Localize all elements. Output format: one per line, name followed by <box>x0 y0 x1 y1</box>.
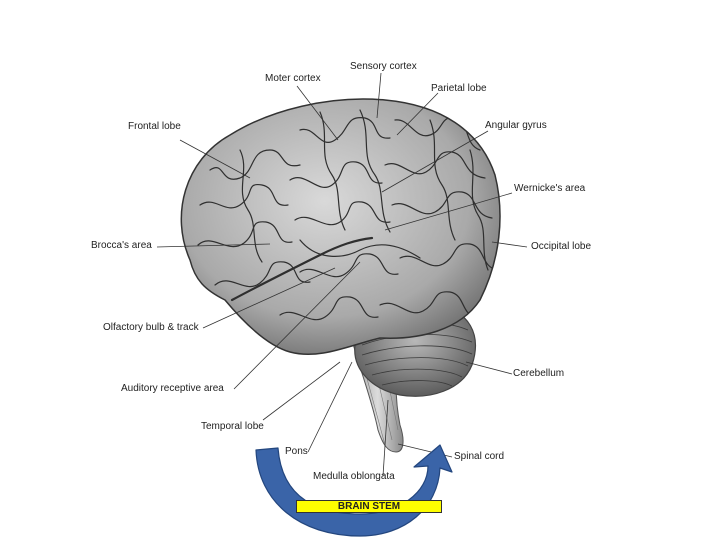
brain-stem-label: BRAIN STEM <box>296 500 442 513</box>
label-olfactory-bulb: Olfactory bulb & track <box>103 322 199 333</box>
label-wernickes-area: Wernicke's area <box>514 183 586 194</box>
label-moter-cortex: Moter cortex <box>265 73 321 84</box>
label-spinal-cord: Spinal cord <box>454 451 505 462</box>
label-parietal-lobe: Parietal lobe <box>431 83 487 94</box>
label-cerebellum: Cerebellum <box>513 368 565 379</box>
cerebrum-shape <box>180 98 501 356</box>
label-brocas-area: Brocca's area <box>91 240 152 251</box>
label-pons: Pons <box>285 446 308 457</box>
label-angular-gyrus: Angular gyrus <box>485 120 547 131</box>
leader-lines <box>156 72 528 477</box>
label-medulla-oblongata: Medulla oblongata <box>313 471 395 482</box>
label-frontal-lobe: Frontal lobe <box>128 121 181 132</box>
label-sensory-cortex: Sensory cortex <box>350 61 417 72</box>
brain-stem-arrow <box>255 444 453 537</box>
label-auditory-area: Auditory receptive area <box>121 383 224 394</box>
label-occipital-lobe: Occipital lobe <box>531 241 592 252</box>
label-temporal-lobe: Temporal lobe <box>201 421 264 432</box>
